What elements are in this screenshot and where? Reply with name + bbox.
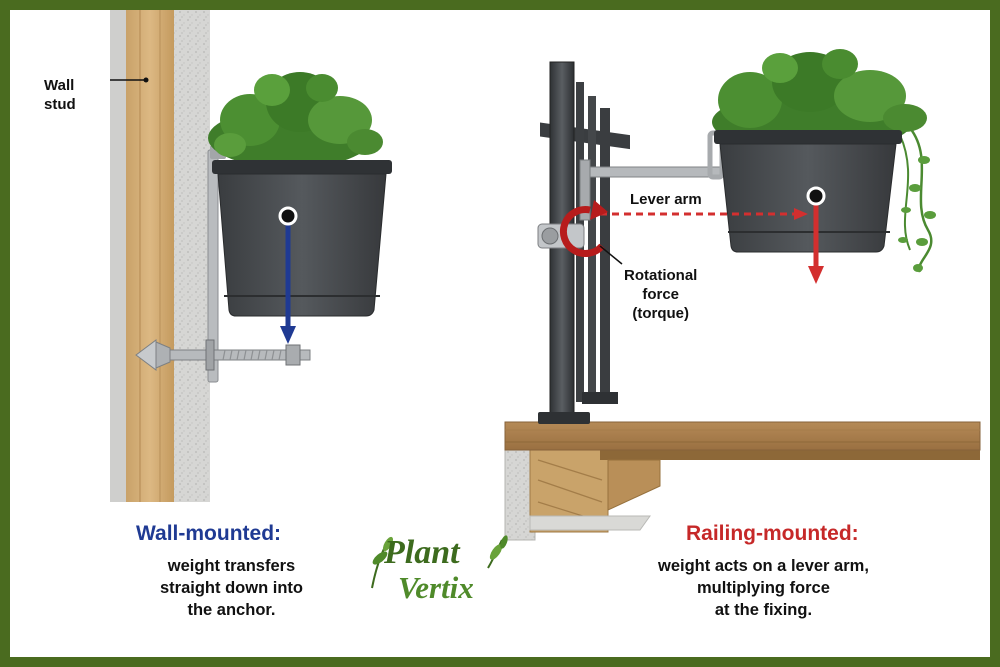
wall-drywall — [110, 10, 126, 502]
anchor-bolt — [135, 339, 311, 371]
railing-caption-title: Railing-mounted: — [686, 522, 859, 545]
wall-caption-title: Wall-mounted: — [136, 522, 282, 545]
brand-logo: Plant Vertix — [362, 528, 512, 612]
logo-word-plant: Plant — [384, 534, 460, 571]
logo-word-vertix: Vertix — [398, 570, 474, 605]
lever-arm-label: Lever arm — [630, 191, 702, 208]
wall-stud-label: Wall stud — [44, 77, 76, 113]
illustration — [110, 10, 981, 541]
leaf-sprig-icon — [371, 535, 508, 589]
wall-plant-foliage — [208, 72, 383, 168]
torque-arrow — [559, 200, 623, 265]
wall-stud — [126, 10, 174, 502]
railing-caption-body: weight acts on a lever arm, multiplying … — [658, 557, 869, 619]
wall-section — [110, 10, 210, 502]
railing-force-arrow — [806, 186, 826, 284]
wall-concrete — [174, 10, 210, 502]
deck-structure — [504, 421, 981, 541]
wall-caption-body: weight transfers straight down into the … — [160, 557, 303, 619]
rotational-force-label: Rotational force (torque) — [624, 267, 698, 322]
wall-pot — [212, 160, 392, 317]
railing-plant-foliage — [712, 49, 936, 273]
wall-force-arrow — [278, 206, 298, 344]
diagram-canvas: Wall stud Lever arm Rotational force (to… — [10, 10, 990, 657]
lever-arm-arrow — [600, 208, 808, 220]
